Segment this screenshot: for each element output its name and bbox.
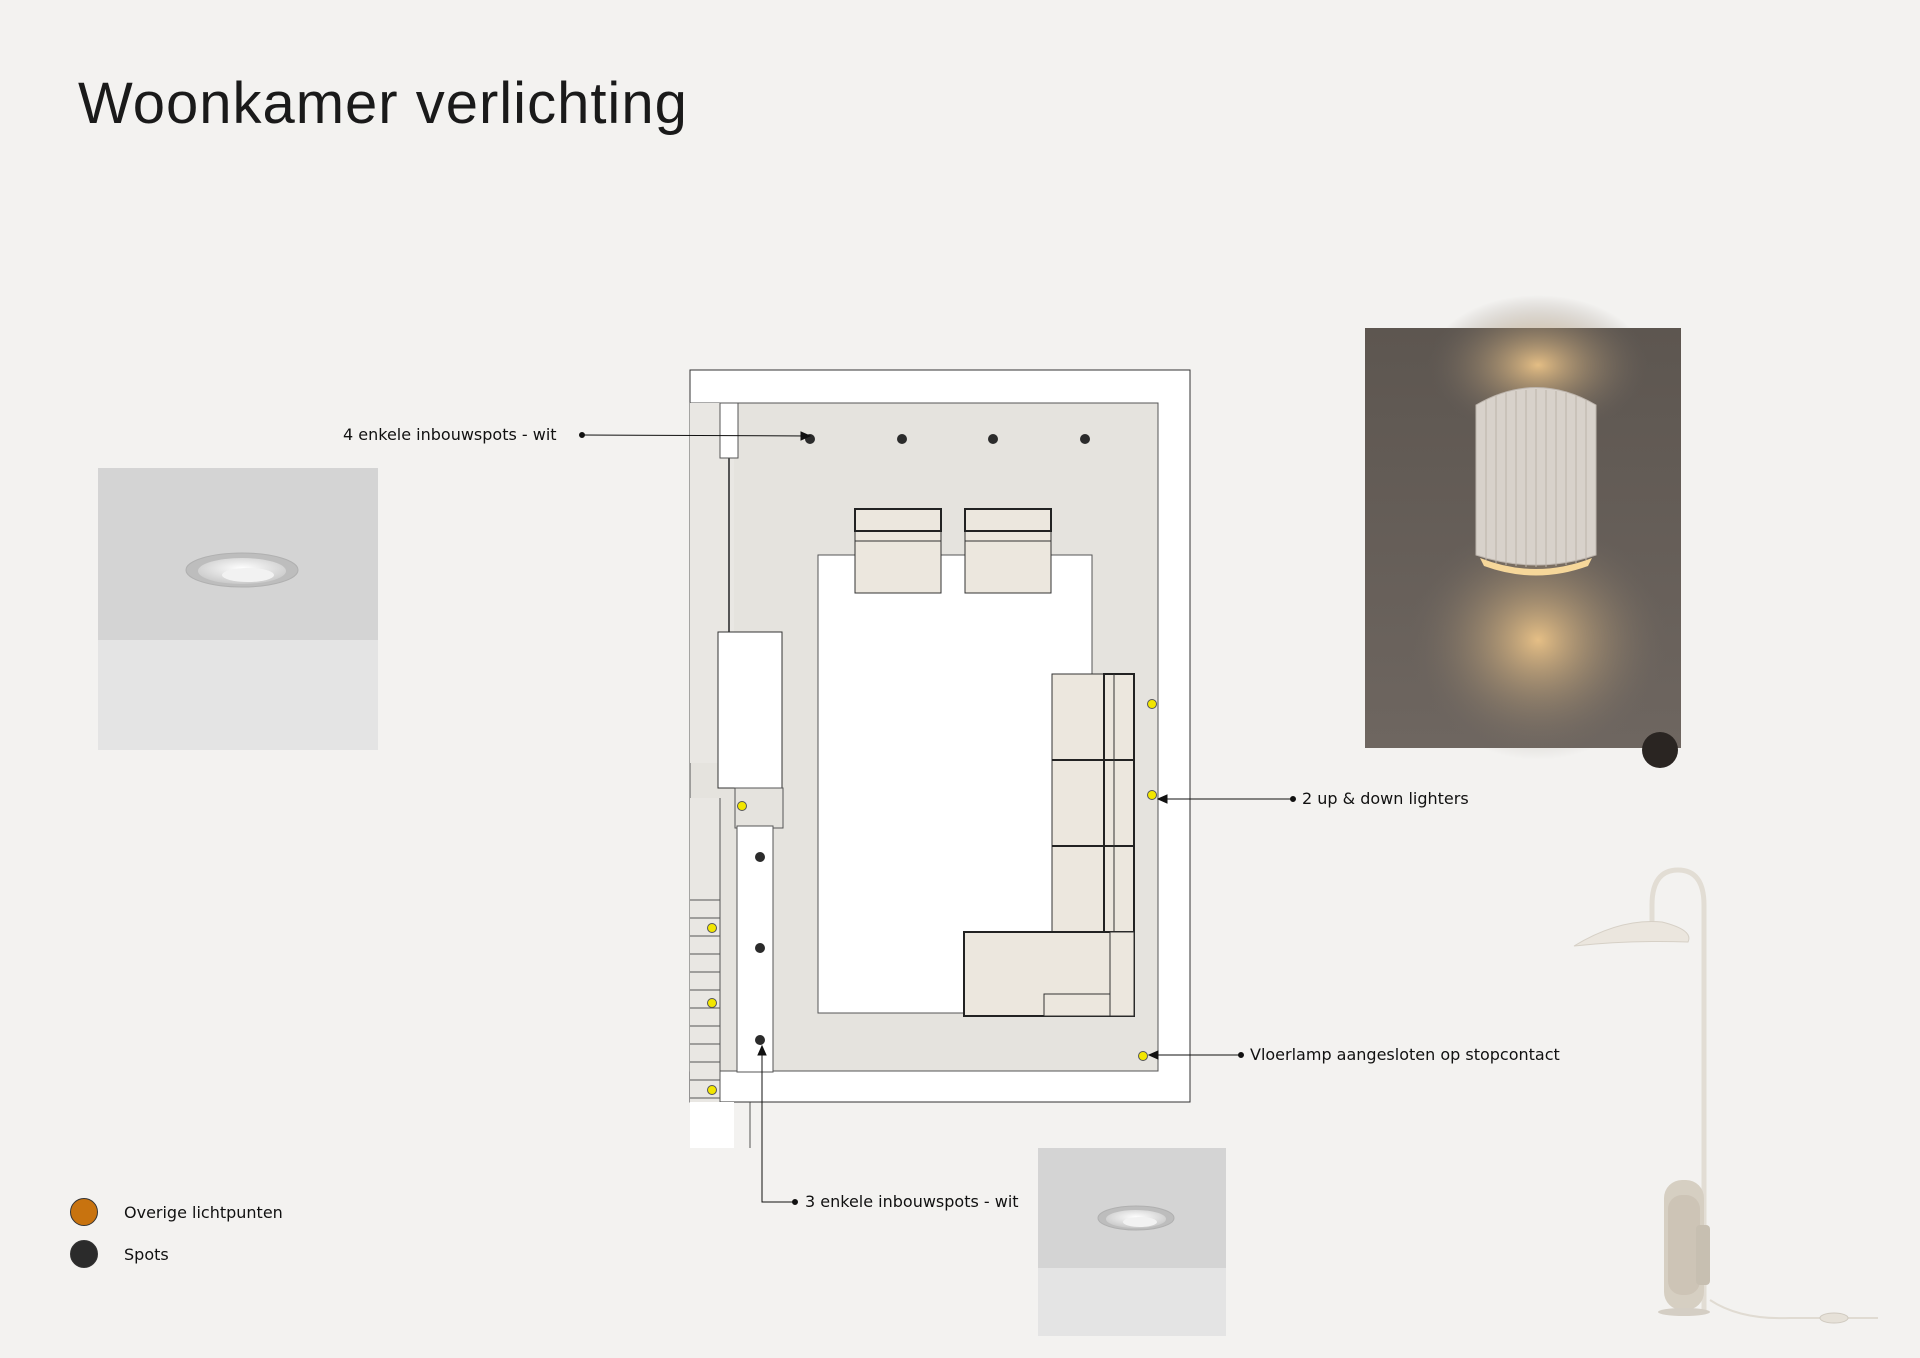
spot-light-5 — [755, 852, 765, 862]
legend-item-other-lights: Overige lichtpunten — [70, 1198, 283, 1226]
side-cabinet — [717, 631, 783, 789]
legend-label: Spots — [124, 1244, 169, 1264]
legend-item-spots: Spots — [70, 1240, 169, 1268]
floor-lamp-point — [1138, 1051, 1148, 1061]
stairs-landing — [690, 1102, 734, 1148]
legend-label: Overige lichtpunten — [124, 1202, 283, 1222]
wall-light-photo — [1365, 295, 1681, 768]
spot-light-7 — [755, 1035, 765, 1045]
stairs-area — [690, 798, 720, 1148]
corridor — [736, 825, 774, 1073]
spot-light-3 — [988, 434, 998, 444]
corner-sofa — [963, 673, 1135, 1017]
stairs — [690, 798, 721, 1148]
armchair-right — [964, 508, 1052, 594]
armchair-left — [854, 508, 942, 594]
spot-light-2 — [897, 434, 907, 444]
callout-top-spots: 4 enkele inbouwspots - wit — [343, 425, 557, 444]
callout-floor-lamp: Vloerlamp aangesloten op stopcontact — [1250, 1045, 1560, 1064]
leader-top-spots — [581, 434, 811, 437]
page-title: Woonkamer verlichting — [78, 71, 688, 136]
wall-light-point-1 — [1147, 699, 1157, 709]
callout-wall-lights: 2 up & down lighters — [1302, 789, 1469, 808]
floor-plan — [689, 369, 1191, 1148]
spot-light-4 — [1080, 434, 1090, 444]
recessed-spot-photo-small — [1038, 1148, 1226, 1336]
leader-side-spots — [761, 1046, 795, 1203]
wall-light-point-2 — [1147, 790, 1157, 800]
legend-dot-orange — [70, 1198, 98, 1226]
spot-light-6 — [755, 943, 765, 953]
leader-lines — [579, 431, 1296, 1205]
light-point-a — [737, 801, 747, 811]
light-point-d — [707, 1085, 717, 1095]
legend-dot-black — [70, 1240, 98, 1268]
top-spots — [805, 434, 1090, 444]
recessed-spot-photo-large — [98, 468, 378, 750]
corridor-spots — [755, 852, 765, 1045]
light-point-b — [707, 923, 717, 933]
pillar — [719, 402, 739, 459]
other-lights — [707, 699, 1157, 1095]
callout-side-spots: 3 enkele inbouwspots - wit — [805, 1192, 1019, 1211]
floor-lamp-photo — [1573, 867, 1878, 1324]
light-point-c — [707, 998, 717, 1008]
